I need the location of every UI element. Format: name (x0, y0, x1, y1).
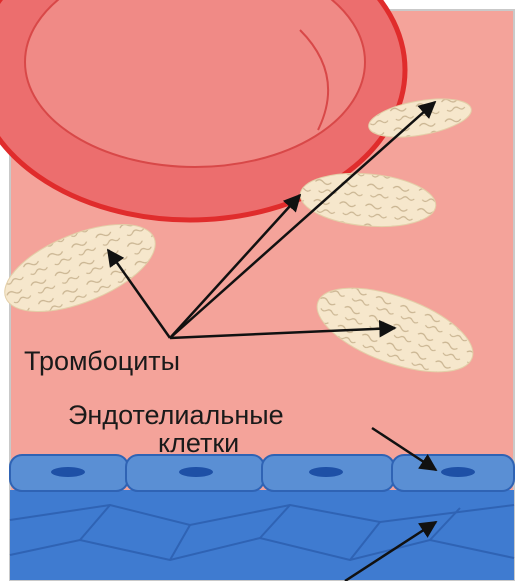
platelets-label: Тромбоциты (24, 346, 180, 376)
endothelial-cell-icon (262, 455, 394, 491)
endothelial-cell-icon (126, 455, 264, 491)
endothelial-cell-icon (392, 455, 514, 491)
endothelial-cell-icon (10, 455, 128, 491)
endothelial-label-line2: клетки (158, 428, 239, 458)
endothelium-layer (10, 490, 514, 580)
endothelial-label-line1: Эндотелиальные (68, 400, 284, 430)
